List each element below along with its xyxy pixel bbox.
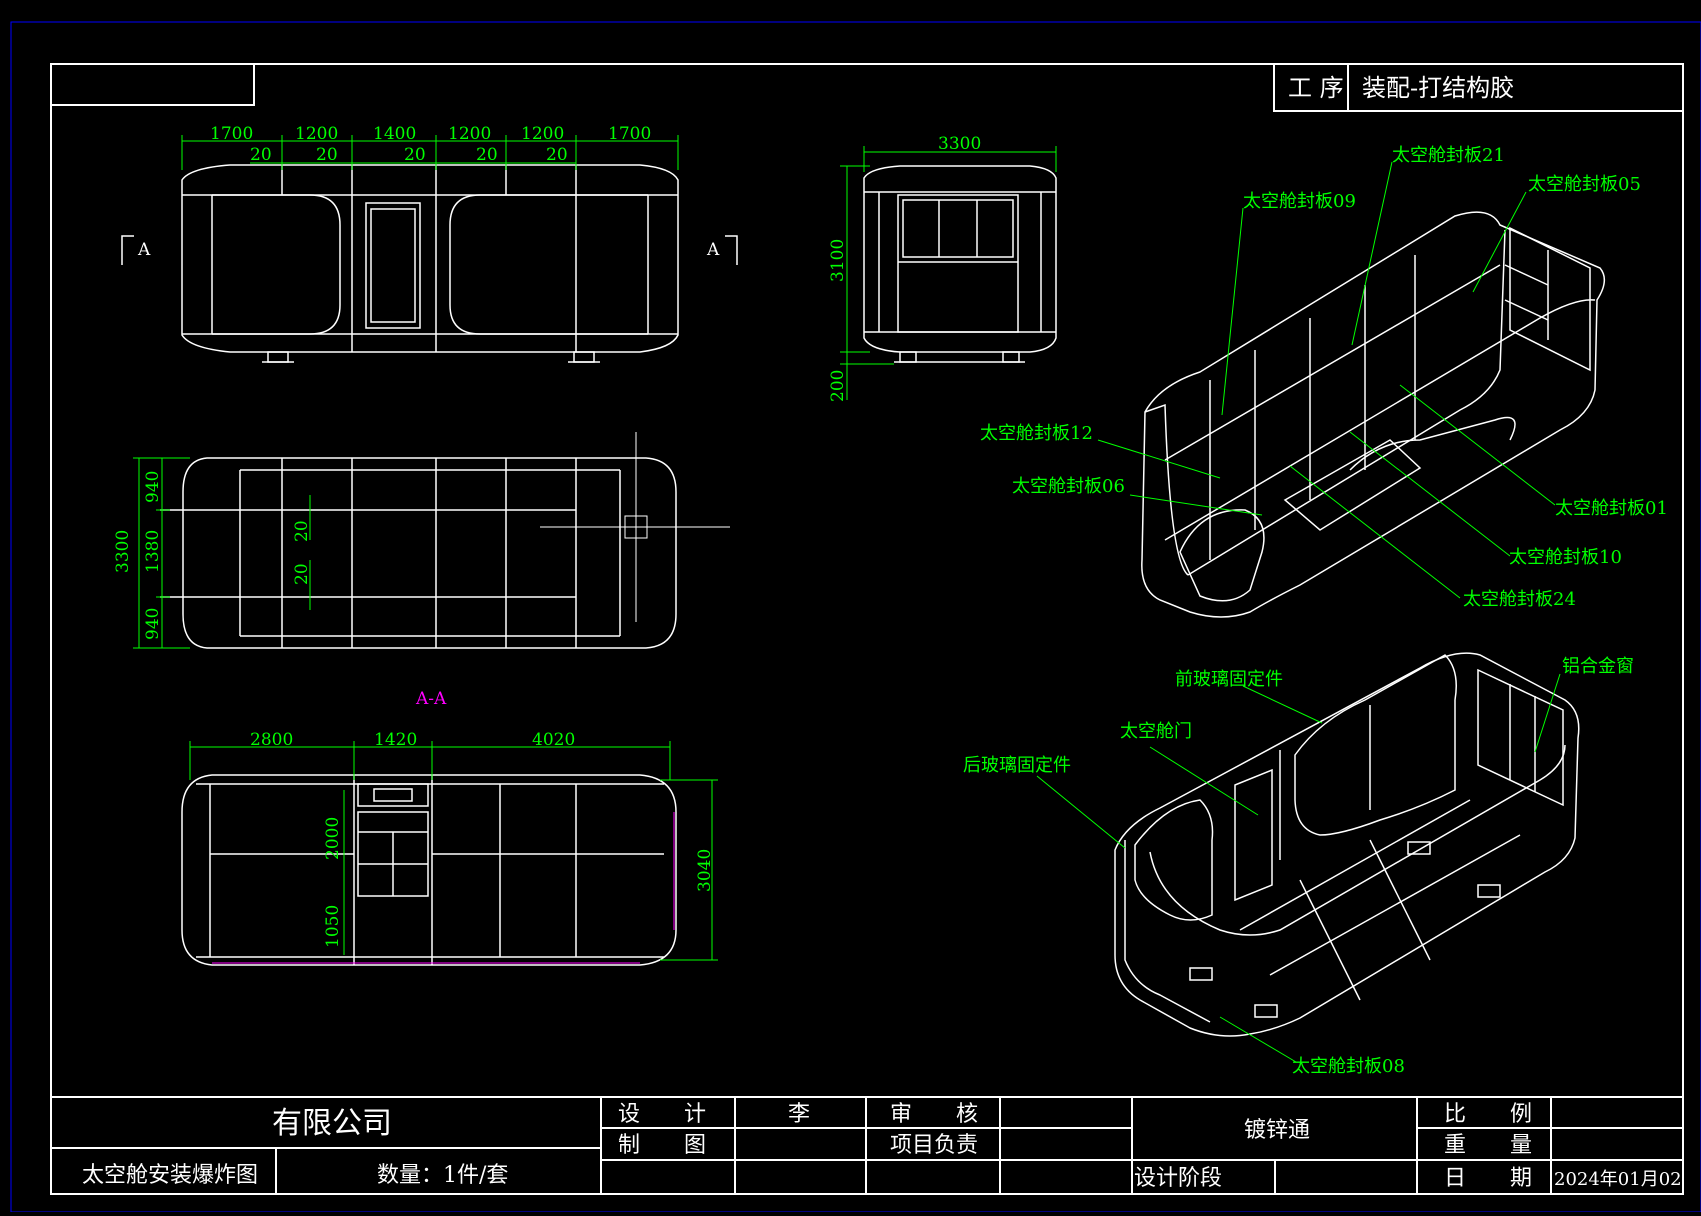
svg-text:1200: 1200 [295, 124, 338, 144]
weight-label: 重 量 [1444, 1133, 1532, 1158]
side-view-dimensions [840, 146, 1057, 400]
section-dim-left-2: 1050 [323, 905, 343, 948]
design-label: 设 计 [618, 1102, 706, 1127]
iso-top-view [1141, 211, 1606, 618]
design-value: 李 [788, 1102, 810, 1127]
plan-dim-top: 940 [143, 471, 163, 503]
plan-dim-overall: 3300 [113, 530, 133, 573]
callout-aluminum-window: 铝合金窗 [1562, 656, 1634, 677]
iso-bottom-view [1114, 652, 1580, 1037]
section-dim-1: 2800 [250, 730, 293, 750]
draw-label: 制 图 [618, 1133, 706, 1158]
title-block [51, 1096, 1683, 1194]
plan-dimensions [133, 457, 311, 649]
callout-panel-05: 太空舱封板05 [1528, 174, 1641, 195]
process-block: 工 序 装配-打结构胶 [1273, 63, 1684, 112]
date-value: 2024年01月02 [1554, 1169, 1682, 1190]
iso-bottom-leaders [1036, 673, 1561, 1063]
quantity: 数量：1件/套 [377, 1163, 508, 1188]
plan-dim-bottom: 940 [143, 608, 163, 640]
svg-text:1700: 1700 [608, 124, 651, 144]
review-label: 审 核 [890, 1102, 978, 1127]
callout-panel-09: 太空舱封板09 [1243, 191, 1356, 212]
side-width-dim: 3300 [938, 134, 981, 154]
svg-text:20: 20 [476, 145, 498, 165]
corner-box [50, 63, 255, 106]
section-dim-left-1: 2000 [323, 817, 343, 860]
callout-capsule-door: 太空舱门 [1120, 721, 1192, 742]
section-dim-right: 3040 [695, 849, 715, 892]
process-value: 装配-打结构胶 [1362, 74, 1514, 102]
svg-text:1200: 1200 [521, 124, 564, 144]
callout-panel-08: 太空舱封板08 [1292, 1056, 1405, 1077]
stage-label: 设计阶段 [1134, 1166, 1222, 1191]
callout-panel-12: 太空舱封板12 [980, 423, 1093, 444]
company-name: 有限公司 [272, 1106, 392, 1141]
section-dim-3: 4020 [532, 730, 575, 750]
svg-text:20: 20 [316, 145, 338, 165]
front-view [181, 164, 679, 363]
plan-dim-inner-1: 20 [292, 520, 312, 542]
front-view-dimensions [181, 135, 679, 170]
plan-crosshair [540, 432, 730, 622]
callout-panel-06: 太空舱封板06 [1012, 476, 1125, 497]
callout-panel-21: 太空舱封板21 [1392, 145, 1505, 166]
plan-view [160, 457, 677, 649]
iso-top-leaders [1097, 161, 1556, 599]
date-label: 日 期 [1444, 1166, 1532, 1191]
svg-text:1400: 1400 [373, 124, 416, 144]
section-view [181, 774, 677, 966]
section-dim-2: 1420 [374, 730, 417, 750]
callout-front-glass: 前玻璃固定件 [1175, 669, 1283, 690]
material-value: 镀锌通 [1244, 1118, 1310, 1143]
callout-panel-10: 太空舱封板10 [1509, 547, 1622, 568]
drawing-name: 太空舱安装爆炸图 [82, 1163, 258, 1188]
plan-dim-mid: 1380 [143, 530, 163, 573]
section-label: A-A [415, 689, 447, 709]
side-view [863, 165, 1057, 363]
section-mark-left: A [137, 240, 151, 260]
section-dimensions [189, 741, 718, 961]
front-top-dims: 1700 1200 1400 1200 1200 1700 20 20 20 2… [210, 124, 651, 165]
callout-panel-24: 太空舱封板24 [1463, 589, 1576, 610]
section-magenta-edges [212, 812, 675, 964]
side-height-dim: 3100 [828, 239, 848, 282]
drawing-frame [50, 63, 1684, 1195]
svg-text:20: 20 [250, 145, 272, 165]
callout-panel-01: 太空舱封板01 [1555, 498, 1668, 519]
callout-rear-glass: 后玻璃固定件 [963, 755, 1071, 776]
section-marks [121, 235, 738, 265]
process-label: 工 序 [1288, 74, 1344, 102]
svg-text:20: 20 [404, 145, 426, 165]
svg-text:20: 20 [546, 145, 568, 165]
plan-dim-inner-2: 20 [292, 563, 312, 585]
section-mark-right: A [706, 240, 720, 260]
svg-text:1700: 1700 [210, 124, 253, 144]
side-base-dim: 200 [828, 370, 848, 402]
scale-label: 比 例 [1444, 1102, 1532, 1127]
svg-text:1200: 1200 [448, 124, 491, 144]
pm-label: 项目负责 [890, 1133, 978, 1158]
